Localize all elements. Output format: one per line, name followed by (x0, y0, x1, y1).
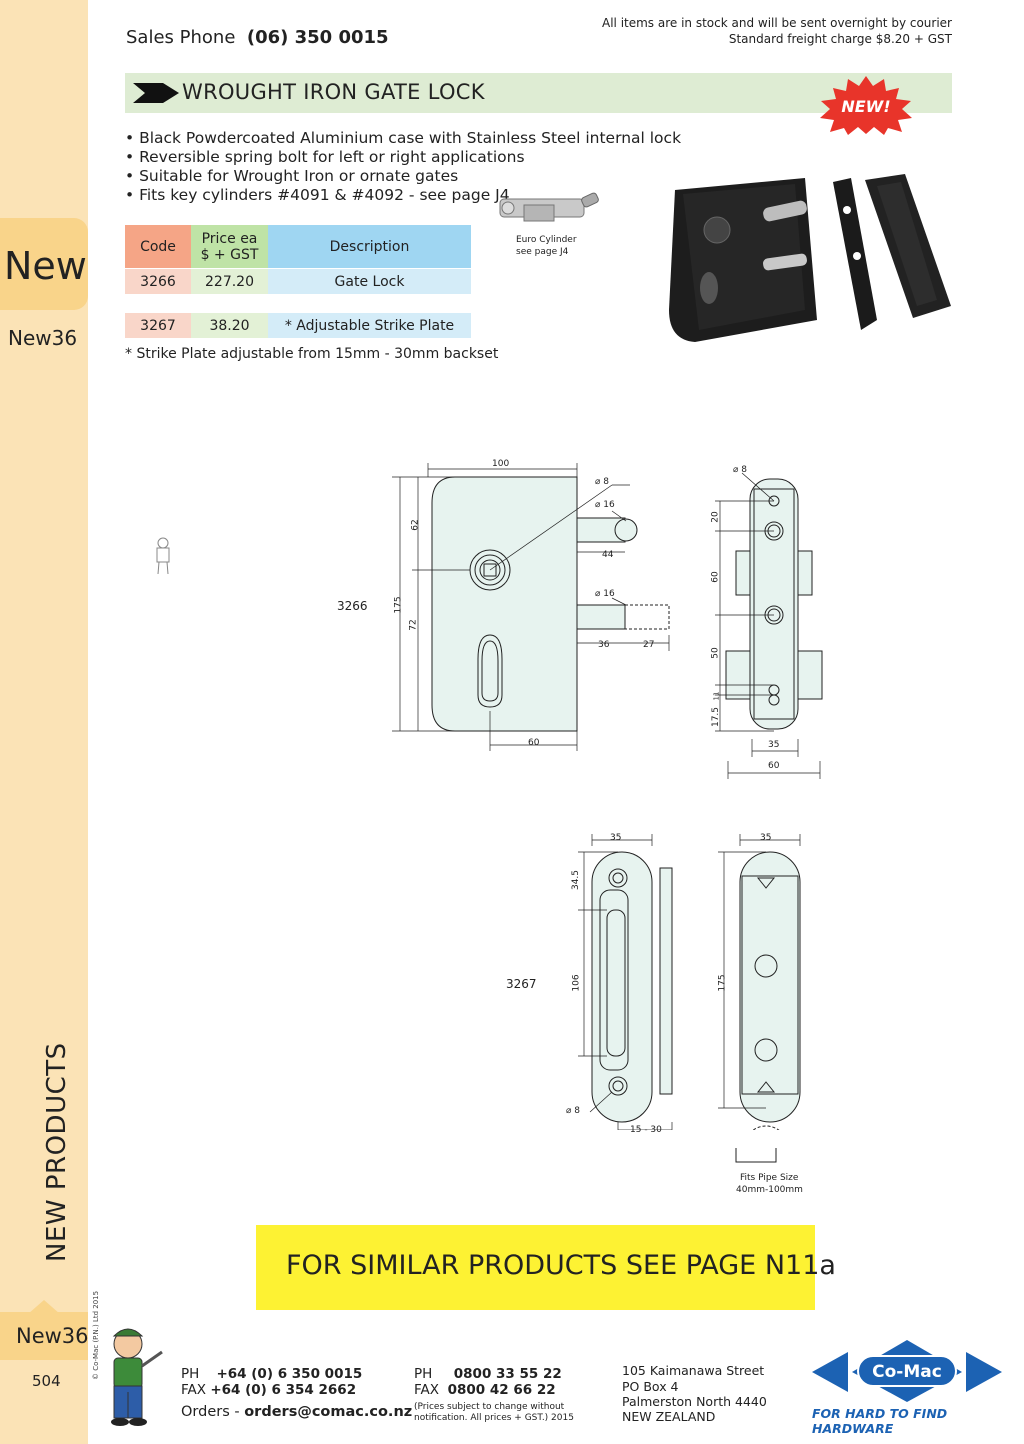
dim-label: 15 - 30 (630, 1125, 662, 1135)
footer-freefax-number: 0800 42 66 22 (447, 1382, 556, 1398)
table-header-price-line1: Price ea (201, 230, 258, 247)
table-row-price: 227.20 (191, 269, 268, 294)
drawing-3266-code: 3266 (337, 599, 368, 613)
footer-phone-number[interactable]: +64 (0) 6 350 0015 (216, 1366, 363, 1382)
similar-products-text: FOR SIMILAR PRODUCTS SEE PAGE N11a (286, 1250, 836, 1281)
dim-label: 17.5 (711, 706, 722, 728)
gate-lock-photo (669, 174, 951, 342)
footer-freephone-number[interactable]: 0800 33 55 22 (453, 1366, 562, 1382)
dim-label: 27 (643, 640, 655, 650)
dim-label: 35 (768, 740, 780, 750)
footer-address-line: 105 Kaimanawa Street (622, 1363, 765, 1378)
dim-label: 106 (571, 974, 582, 992)
euro-cylinder-image (499, 192, 599, 222)
dim-label: 100 (492, 459, 510, 469)
arrow-icon (133, 83, 179, 103)
footer-fax-label: FAX (181, 1382, 207, 1398)
dim-label: 60 (710, 571, 721, 583)
table-row-description: Gate Lock (268, 269, 471, 294)
footer-address-line: NEW ZEALAND (622, 1409, 716, 1424)
mascot-icon (111, 1328, 163, 1426)
product-title: WROUGHT IRON GATE LOCK (182, 80, 485, 104)
footer-address-line: Palmerston North 4440 (622, 1394, 767, 1409)
dim-label: 36 (598, 640, 610, 650)
sales-phone-number[interactable]: (06) 350 0015 (246, 27, 389, 48)
footer-orders: Orders - orders@comac.co.nz (181, 1404, 412, 1420)
strike-plate-note: * Strike Plate adjustable from 15mm - 30… (125, 346, 499, 362)
pipe-bracket-icon (735, 1148, 777, 1163)
table-header-price: Price ea $ + GST (191, 225, 268, 268)
table-header-code: Code (125, 225, 191, 268)
footer-orders-email[interactable]: orders@comac.co.nz (244, 1404, 413, 1420)
stock-notice-2: Standard freight charge $8.20 + GST (728, 32, 952, 46)
footer-freephone-label: PH (414, 1366, 433, 1382)
new-badge-label: NEW! (841, 97, 890, 116)
comac-tagline: FOR HARD TO FIND HARDWARE (812, 1406, 948, 1436)
comac-logo-text: Co-Mac (872, 1362, 942, 1382)
footer-address-line: PO Box 4 (622, 1379, 679, 1394)
section-tab-label: New (4, 244, 87, 288)
dim-label: 35 (610, 833, 622, 843)
product-title-bar (125, 73, 952, 113)
drawing-3266 (392, 463, 823, 779)
feature-bullet: • Suitable for Wrought Iron or ornate ga… (125, 167, 459, 185)
table-row-price: 38.20 (191, 313, 268, 338)
bottom-tab (0, 1312, 88, 1360)
section-tab-code: New36 (8, 326, 78, 350)
table-header-description: Description (268, 225, 471, 268)
footer-freefax-label: FAX (414, 1382, 440, 1398)
footer-fax: FAX +64 (0) 6 354 2662 (181, 1382, 356, 1398)
sales-phone-label: Sales Phone (126, 27, 236, 48)
dim-label: 72 (408, 619, 419, 631)
footer-disclaimer: notification. All prices + GST.) 2015 (414, 1413, 574, 1423)
drawing-3267 (578, 834, 801, 1130)
feature-bullet: • Reversible spring bolt for left or rig… (125, 148, 525, 166)
dim-label: ⌀ 8 (595, 477, 610, 487)
dim-label: 34.5 (571, 869, 582, 891)
dim-label: 11 (712, 691, 721, 701)
feature-bullet: • Black Powdercoated Aluminium case with… (125, 129, 682, 147)
euro-cylinder-caption: Euro Cylinder (516, 235, 577, 245)
dim-label: ⌀ 8 (566, 1106, 581, 1116)
footer-freefax: FAX 0800 42 66 22 (414, 1382, 556, 1398)
table-row-code: 3267 (125, 313, 191, 338)
dim-label: 44 (602, 550, 614, 560)
table-header-price-line2: $ + GST (200, 246, 259, 263)
footer-orders-label: Orders - (181, 1404, 240, 1420)
bottom-tab-notch (28, 1300, 60, 1314)
table-row-description: * Adjustable Strike Plate (268, 313, 471, 338)
bottom-tab-code: New36 (16, 1324, 89, 1348)
dim-label: 35 (760, 833, 772, 843)
section-title: NEW PRODUCTS (42, 1042, 72, 1262)
page-number: 504 (32, 1372, 61, 1390)
footer-fax-number: +64 (0) 6 354 2662 (210, 1382, 357, 1398)
feature-bullet: • Fits key cylinders #4091 & #4092 - see… (125, 186, 510, 204)
dim-label: ⌀ 16 (595, 589, 615, 599)
footer-freephone: PH 0800 33 55 22 (414, 1366, 562, 1382)
dim-label: 20 (710, 511, 721, 523)
dim-label: 175 (717, 974, 728, 992)
mascot-small-icon (156, 537, 170, 575)
drawing-3267-code: 3267 (506, 977, 537, 991)
stock-notice-1: All items are in stock and will be sent … (602, 16, 952, 30)
sales-phone: Sales Phone (06) 350 0015 (126, 27, 389, 48)
table-row-code: 3266 (125, 269, 191, 294)
dim-label: 175 (393, 596, 404, 614)
section-tab[interactable] (0, 218, 88, 310)
footer-phone: PH +64 (0) 6 350 0015 (181, 1366, 362, 1382)
dim-label: 50 (710, 647, 721, 659)
dim-label: 62 (410, 519, 421, 531)
dim-label: ⌀ 16 (595, 500, 615, 510)
new-badge-icon: NEW! (820, 76, 912, 135)
dim-label: 60 (528, 738, 540, 748)
comac-logo[interactable]: Co-Mac (812, 1338, 1002, 1404)
pipe-size-label: Fits Pipe Size (740, 1173, 799, 1183)
euro-cylinder-caption: see page J4 (516, 247, 569, 257)
dim-label: 60 (768, 761, 780, 771)
footer-phone-label: PH (181, 1366, 200, 1382)
dim-label: ⌀ 8 (733, 465, 748, 475)
footer-disclaimer: (Prices subject to change without (414, 1402, 565, 1412)
similar-products-banner[interactable] (256, 1225, 815, 1310)
pipe-size-label: 40mm-100mm (736, 1185, 803, 1195)
